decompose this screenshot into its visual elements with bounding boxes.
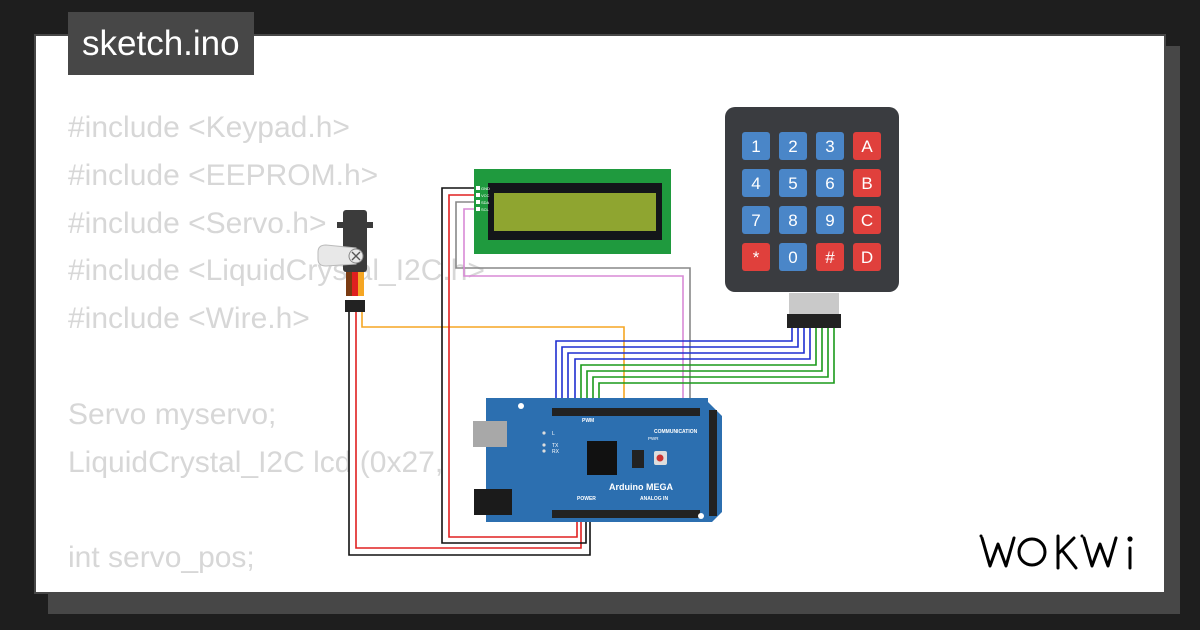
servo-motor[interactable] xyxy=(317,210,373,312)
arduino-mega[interactable]: L TX RX PWM COMMUNICATION PWR Arduino ME… xyxy=(473,398,722,522)
wire-keypad-1 xyxy=(555,328,793,408)
wire-lcd-sda xyxy=(455,201,691,408)
key-label: 2 xyxy=(788,137,797,156)
lcd-pin[interactable] xyxy=(476,193,480,197)
servo-mount xyxy=(337,222,373,228)
wire-keypad-5 xyxy=(580,328,817,408)
key-C[interactable]: C xyxy=(853,206,881,234)
keypad-ribbon xyxy=(789,293,839,315)
servo-connector xyxy=(345,300,365,312)
key-label: D xyxy=(861,248,873,267)
code-preview: #include <Keypad.h> #include <EEPROM.h> #i… xyxy=(68,104,485,582)
wokwi-logo xyxy=(979,534,1133,570)
key-6[interactable]: 6 xyxy=(816,169,844,197)
code-line: int servo_pos; xyxy=(68,541,255,575)
key-1[interactable]: 1 xyxy=(742,132,770,160)
key-2[interactable]: 2 xyxy=(779,132,807,160)
wire-lcd-vcc xyxy=(448,194,578,538)
lcd-pin-label: VCC xyxy=(481,193,490,198)
lcd-pin-label: SCL xyxy=(481,207,490,212)
key-4[interactable]: 4 xyxy=(742,169,770,197)
wire-keypad-2 xyxy=(561,328,799,408)
code-line: #include <Wire.h> xyxy=(68,302,310,336)
tx-label: TX xyxy=(552,443,559,449)
power-jack xyxy=(474,489,512,515)
key-B[interactable]: B xyxy=(853,169,881,197)
key-label: 9 xyxy=(825,211,834,230)
code-line: #include <Servo.h> xyxy=(68,206,327,240)
code-line: #include <Keypad.h> xyxy=(68,111,350,144)
wire-servo-signal xyxy=(361,312,625,408)
power-label: POWER xyxy=(577,496,596,502)
digital-header xyxy=(552,408,700,416)
key-9[interactable]: 9 xyxy=(816,206,844,234)
lcd-display[interactable]: GND VCC SDA SCL xyxy=(474,169,671,254)
key-label: # xyxy=(825,248,835,267)
keypad-4x4[interactable]: 1 2 3 A 4 5 6 B 7 8 9 C * 0 # D xyxy=(725,107,899,328)
icsp-header xyxy=(632,450,644,468)
mcu-chip xyxy=(587,441,617,475)
keypad-connector xyxy=(787,314,841,328)
wire-keypad-4 xyxy=(574,328,811,408)
key-5[interactable]: 5 xyxy=(779,169,807,197)
key-label: 4 xyxy=(751,174,760,193)
wire-keypad-7 xyxy=(592,328,829,408)
wire-keypad-8 xyxy=(598,328,835,408)
key-label: 5 xyxy=(788,174,797,193)
usb-port xyxy=(473,421,507,447)
key-label: A xyxy=(861,137,873,156)
lcd-pin[interactable] xyxy=(476,200,480,204)
side-header xyxy=(709,410,717,516)
key-D[interactable]: D xyxy=(853,243,881,271)
lcd-pin[interactable] xyxy=(476,186,480,190)
key-7[interactable]: 7 xyxy=(742,206,770,234)
rx-label: RX xyxy=(552,449,560,455)
wire-lcd-scl xyxy=(463,208,684,408)
lcd-pin[interactable] xyxy=(476,207,480,211)
key-label: 7 xyxy=(751,211,760,230)
key-#[interactable]: # xyxy=(816,243,844,271)
key-label: * xyxy=(753,248,760,267)
key-label: 0 xyxy=(788,248,797,267)
key-label: C xyxy=(861,211,873,230)
lcd-pin-label: SDA xyxy=(481,200,490,205)
key-0[interactable]: 0 xyxy=(779,243,807,271)
file-tab[interactable]: sketch.ino xyxy=(68,12,254,75)
wire-keypad-6 xyxy=(586,328,823,408)
key-label: 6 xyxy=(825,174,834,193)
analog-in-label: ANALOG IN xyxy=(640,496,668,502)
lcd-pin-label: GND xyxy=(481,186,490,191)
board-name: Arduino MEGA xyxy=(609,482,673,492)
communication-label: COMMUNICATION xyxy=(654,429,698,435)
key-label: 3 xyxy=(825,137,834,156)
pwm-label: PWM xyxy=(582,418,594,424)
key-label: B xyxy=(861,174,872,193)
key-8[interactable]: 8 xyxy=(779,206,807,234)
wires xyxy=(348,187,835,556)
code-line: LiquidCrystal_I2C lcd (0x27, xyxy=(68,445,444,479)
key-*[interactable]: * xyxy=(742,243,770,271)
servo-horn xyxy=(317,244,357,267)
code-line: #include <EEPROM.h> xyxy=(68,158,379,192)
power-analog-header xyxy=(552,510,700,518)
pwr-label: PWR xyxy=(648,436,659,441)
wire-lcd-gnd xyxy=(441,187,587,544)
key-A[interactable]: A xyxy=(853,132,881,160)
key-3[interactable]: 3 xyxy=(816,132,844,160)
code-line: Servo myservo; xyxy=(68,397,277,431)
key-label: 8 xyxy=(788,211,797,230)
wire-servo-gnd xyxy=(348,312,591,556)
lcd-screen xyxy=(494,193,656,231)
wire-keypad-3 xyxy=(567,328,805,408)
wire-servo-vcc xyxy=(355,312,582,549)
led-l-label: L xyxy=(552,431,555,437)
key-label: 1 xyxy=(751,137,760,156)
